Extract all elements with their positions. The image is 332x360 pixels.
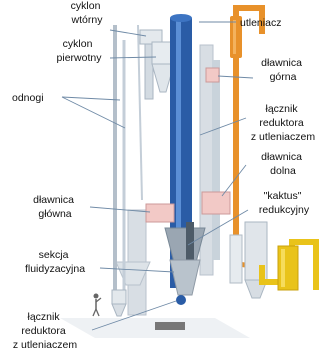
lower-gland	[202, 192, 230, 214]
label-utleniacz: utleniacz	[240, 17, 281, 29]
label-sekcja-fluidyzacyjna: sekcja fluidyzacyjna	[25, 249, 85, 275]
bottom-left-cone	[112, 304, 126, 316]
label-odnogi: odnogi	[12, 92, 44, 104]
label-lacznik-top: łącznik reduktora z utleniaczem	[251, 103, 315, 143]
label-dlawnica-gorna: dławnica górna	[261, 57, 305, 83]
label-lacznik-bottom: łącznik reduktora z utleniaczem	[13, 311, 77, 351]
label-dlawnica-glowna: dławnica główna	[33, 194, 77, 220]
label-kaktus-redukcyjny: "kaktus" redukcyjny	[259, 190, 310, 216]
label-cyklon-pierwotny: cyklon pierwotny	[57, 38, 103, 64]
person-figure	[93, 294, 101, 317]
blue-riser-top	[170, 14, 192, 22]
fluid-section	[170, 260, 200, 295]
label-cyklon-wtorny: cyklon wtórny	[71, 0, 104, 26]
dark-base-block	[155, 322, 185, 330]
frame-post-3	[138, 25, 142, 200]
main-gland	[146, 204, 174, 222]
label-dlawnica-dolna: dławnica dolna	[261, 151, 305, 177]
yellow-vessel-highlight	[281, 249, 285, 287]
right-small-column	[230, 235, 242, 283]
bottom-left-unit	[112, 290, 126, 304]
upper-gland	[206, 68, 219, 82]
callout-line-odnogi-1	[62, 97, 120, 100]
blue-junction	[176, 295, 186, 305]
oxidizer-highlight	[233, 20, 236, 54]
